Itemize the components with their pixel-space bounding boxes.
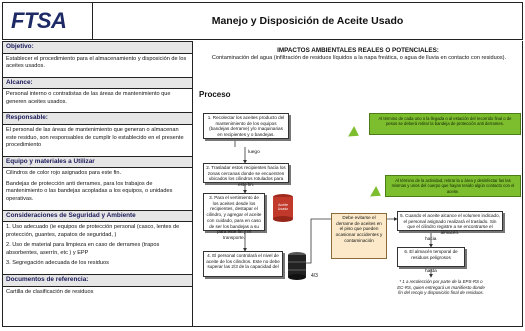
process-step-4: 4. El personal controlará el nivel de ac…: [203, 251, 283, 277]
company-logo: FTSA: [11, 8, 67, 33]
process-step-2: 2. Trasladar estos recipientes hacia los…: [203, 163, 289, 187]
equipo-heading: Equipo y materiales a Utilizar: [3, 155, 192, 169]
document-title: Manejo y Disposición de Aceite Usado: [211, 15, 404, 27]
left-panel: Objetivo: Establecer el procedimiento pa…: [2, 41, 193, 327]
seguridad-item-1: 1. Uso adecuado (ie equipos de protecció…: [6, 224, 180, 238]
connector-label-hasta: hasta: [425, 269, 437, 274]
fraction-label: 4/3: [311, 273, 318, 279]
callout-remove-tray: Al término de cada uno o la llegada o al…: [369, 113, 521, 135]
final-disposal-note: * 1 a recolección por parte de la EPS-RS…: [397, 279, 485, 296]
barrel-icon: [286, 251, 308, 281]
objetivo-heading: Objetivo:: [3, 41, 192, 54]
seguridad-heading: Consideraciones de Seguridad y Ambiente: [3, 209, 192, 223]
seguridad-item-2: 2. Uso de material para limpieza en caso…: [6, 242, 160, 256]
spill-warning-note: Debe evitarse el derrame de aceites en e…: [331, 213, 387, 259]
document-header: FTSA Manejo y Disposición de Aceite Usad…: [2, 2, 523, 40]
responsable-heading: Responsable:: [3, 112, 192, 126]
process-step-1: 1. Recolectar los aceites producto del m…: [203, 113, 289, 139]
documentos-text: Cartilla de clasificación de residuos: [6, 288, 94, 295]
process-step-5: 5. Cuando el aceite alcance el volumen i…: [397, 211, 503, 235]
objetivo-text: Establecer el procedimiento para el alma…: [6, 55, 187, 70]
connector-label-luego: luego: [248, 150, 260, 155]
equipo-text-1: Cilindros de color rojo asignados para e…: [6, 170, 122, 177]
alcance-heading: Alcance:: [3, 76, 192, 90]
impact-text: Contaminación del agua (infiltración de …: [211, 55, 507, 61]
alcance-text: Personal interno o contratistas de las á…: [6, 91, 171, 105]
documentos-heading: Documentos de referencia:: [3, 273, 192, 287]
impact-title: IMPACTOS AMBIENTALES REALES O POTENCIALE…: [277, 47, 439, 54]
equipo-text-2: Bandejas de protección anti derrames, pa…: [6, 180, 173, 203]
seguridad-body: 1. Uso adecuado (ie equipos de protecció…: [3, 222, 192, 274]
responsable-body: El personal de las áreas de mantenimient…: [3, 125, 192, 156]
process-step-6: 6. El almacén temporal de residuos pelig…: [397, 247, 465, 267]
process-panel: IMPACTOS AMBIENTALES REALES O POTENCIALE…: [193, 41, 523, 327]
alcance-body: Personal interno o contratistas de las á…: [3, 89, 192, 112]
connector-label-hacia: hacia: [425, 237, 437, 242]
oil-cylinder-icon: Aceite Usado: [271, 193, 295, 223]
logo-cell: FTSA: [3, 3, 93, 39]
responsable-text: El personal de las áreas de mantenimient…: [6, 127, 184, 149]
seguridad-item-3: 3. Segregación adecuada de los residuos: [6, 260, 109, 267]
process-heading: Proceso: [199, 90, 231, 99]
objetivo-body: Establecer el procedimiento para el alma…: [3, 54, 192, 77]
cylinder-label: Aceite Usado: [277, 203, 289, 211]
documentos-body: Cartilla de clasificación de residuos: [3, 287, 192, 303]
callout-disinfect: Al término de la actividad, retirar la u…: [385, 175, 521, 197]
process-step-3: 3. Para el vertimiento de los aceites de…: [203, 193, 265, 240]
equipo-body: Cilindros de color rojo asignados para e…: [3, 168, 192, 209]
